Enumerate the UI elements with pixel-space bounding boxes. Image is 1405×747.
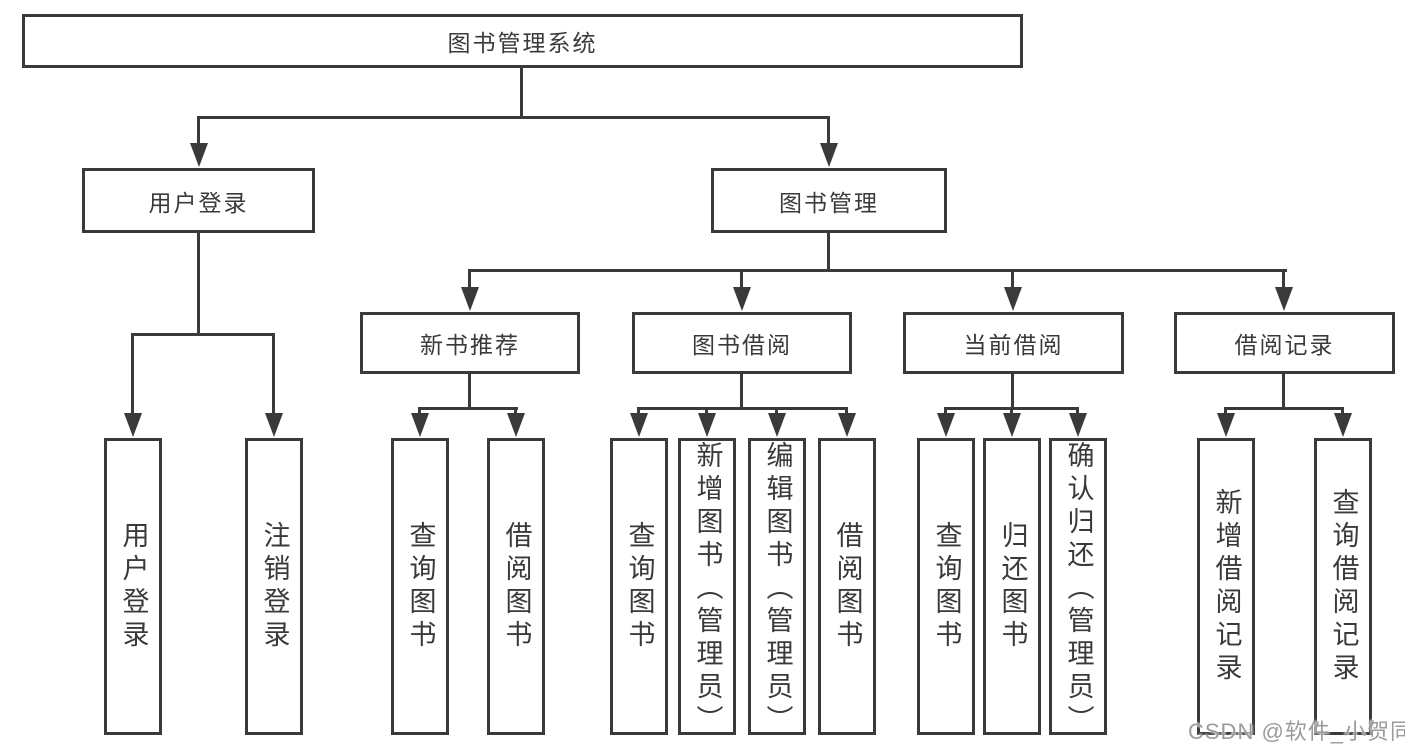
node-user-login-label: 用户登录 (148, 189, 249, 216)
arrowhead-down-icon (698, 413, 716, 437)
arrowhead-down-icon (411, 413, 429, 437)
arrowhead-down-icon (1275, 287, 1293, 311)
connector-userlogin-drop (131, 333, 134, 415)
connector-groupE-drop (1224, 407, 1227, 416)
leaf-recommend-query-books-label: 查询图书 (405, 520, 436, 653)
connector-groupC-drop (705, 407, 708, 416)
node-current-borrow: 当前借阅 (903, 312, 1124, 374)
leaf-borrow-query-books: 查询图书 (610, 438, 668, 735)
leaf-borrow-books: 借阅图书 (818, 438, 876, 735)
node-user-login: 用户登录 (82, 168, 315, 233)
connector-l1-drop-right (827, 116, 830, 146)
arrowhead-down-icon (630, 413, 648, 437)
leaf-return-book: 归还图书 (983, 438, 1041, 735)
arrowhead-down-icon (507, 413, 525, 437)
arrowhead-down-icon (820, 143, 838, 167)
arrowhead-down-icon (1069, 413, 1087, 437)
leaf-add-borrow-record: 新增借阅记录 (1197, 438, 1255, 735)
leaf-confirm-return-admin: 确认归还（管理员） (1049, 438, 1107, 738)
leaf-confirm-return-admin-label: 确认归还（管理员） (1063, 441, 1094, 738)
leaf-borrow-query-books-label: 查询图书 (624, 520, 655, 653)
connector-groupB-stem (468, 374, 471, 410)
arrowhead-down-icon (1003, 413, 1021, 437)
leaf-current-query-books-label: 查询图书 (931, 520, 962, 653)
connector-groupC-drop (845, 407, 848, 416)
node-root-system: 图书管理系统 (22, 14, 1023, 68)
leaf-logout-label: 注销登录 (259, 520, 290, 653)
leaf-add-book-admin: 新增图书（管理员） (678, 438, 736, 738)
leaf-edit-book-admin-label: 编辑图书（管理员） (762, 441, 793, 738)
connector-userlogin-branch (131, 333, 275, 336)
connector-groupE-drop (1341, 407, 1344, 416)
node-book-borrow: 图书借阅 (632, 312, 852, 374)
arrowhead-down-icon (1334, 413, 1352, 437)
connector-userlogin-drop (272, 333, 275, 415)
connector-groupC-branch (637, 407, 848, 410)
connector-l3-branch (468, 269, 1287, 272)
leaf-add-borrow-record-label: 新增借阅记录 (1211, 487, 1242, 686)
node-book-management-label: 图书管理 (779, 189, 879, 216)
connector-groupD-stem (1011, 374, 1014, 410)
leaf-add-book-admin-label: 新增图书（管理员） (692, 441, 723, 738)
connector-groupE-branch (1224, 407, 1344, 410)
leaf-user-login: 用户登录 (104, 438, 162, 735)
connector-groupE-stem (1282, 374, 1285, 410)
csdn-watermark: CSDN @软件_小贺同学 (1188, 719, 1405, 744)
node-new-book-recommend-label: 新书推荐 (420, 332, 520, 358)
connector-groupC-drop (637, 407, 640, 416)
connector-l3-drop (740, 269, 743, 291)
connector-l3-drop (1011, 269, 1014, 291)
arrowhead-down-icon (733, 287, 751, 311)
leaf-edit-book-admin: 编辑图书（管理员） (748, 438, 806, 738)
leaf-current-query-books: 查询图书 (917, 438, 975, 735)
node-current-borrow-label: 当前借阅 (963, 332, 1064, 358)
leaf-query-borrow-record-label: 查询借阅记录 (1328, 487, 1359, 686)
connector-bookmgmt-stem (827, 233, 830, 272)
connector-userlogin-stem (197, 233, 200, 336)
node-borrow-records: 借阅记录 (1174, 312, 1395, 374)
connector-groupB-drop (514, 407, 517, 416)
leaf-user-login-label: 用户登录 (118, 520, 149, 653)
connector-groupC-drop (775, 407, 778, 416)
connector-groupB-branch (418, 407, 518, 410)
connector-l1-drop-left (197, 116, 200, 146)
node-book-borrow-label: 图书借阅 (692, 332, 792, 358)
connector-groupB-drop (418, 407, 421, 416)
node-book-management: 图书管理 (711, 168, 947, 233)
arrowhead-down-icon (1004, 287, 1022, 311)
arrowhead-down-icon (838, 413, 856, 437)
node-root-label: 图书管理系统 (447, 30, 598, 56)
arrowhead-down-icon (1217, 413, 1235, 437)
leaf-logout: 注销登录 (245, 438, 303, 735)
connector-l1-branch (197, 116, 830, 119)
arrowhead-down-icon (768, 413, 786, 437)
connector-groupD-drop (1010, 407, 1013, 416)
connector-groupD-drop (944, 407, 947, 416)
connector-groupC-stem (740, 374, 743, 410)
leaf-recommend-borrow-books: 借阅图书 (487, 438, 545, 735)
leaf-recommend-borrow-books-label: 借阅图书 (501, 520, 532, 653)
connector-root-stem (520, 68, 523, 118)
connector-l3-drop (1282, 269, 1285, 291)
arrowhead-down-icon (124, 413, 142, 437)
node-new-book-recommend: 新书推荐 (360, 312, 580, 374)
leaf-recommend-query-books: 查询图书 (391, 438, 449, 735)
leaf-query-borrow-record: 查询借阅记录 (1314, 438, 1372, 735)
arrowhead-down-icon (265, 413, 283, 437)
node-borrow-records-label: 借阅记录 (1234, 332, 1335, 358)
leaf-borrow-books-label: 借阅图书 (832, 520, 863, 653)
connector-l3-drop (468, 269, 471, 291)
arrowhead-down-icon (190, 143, 208, 167)
arrowhead-down-icon (461, 287, 479, 311)
connector-groupD-drop (1076, 407, 1079, 416)
arrowhead-down-icon (937, 413, 955, 437)
leaf-return-book-label: 归还图书 (997, 520, 1028, 653)
